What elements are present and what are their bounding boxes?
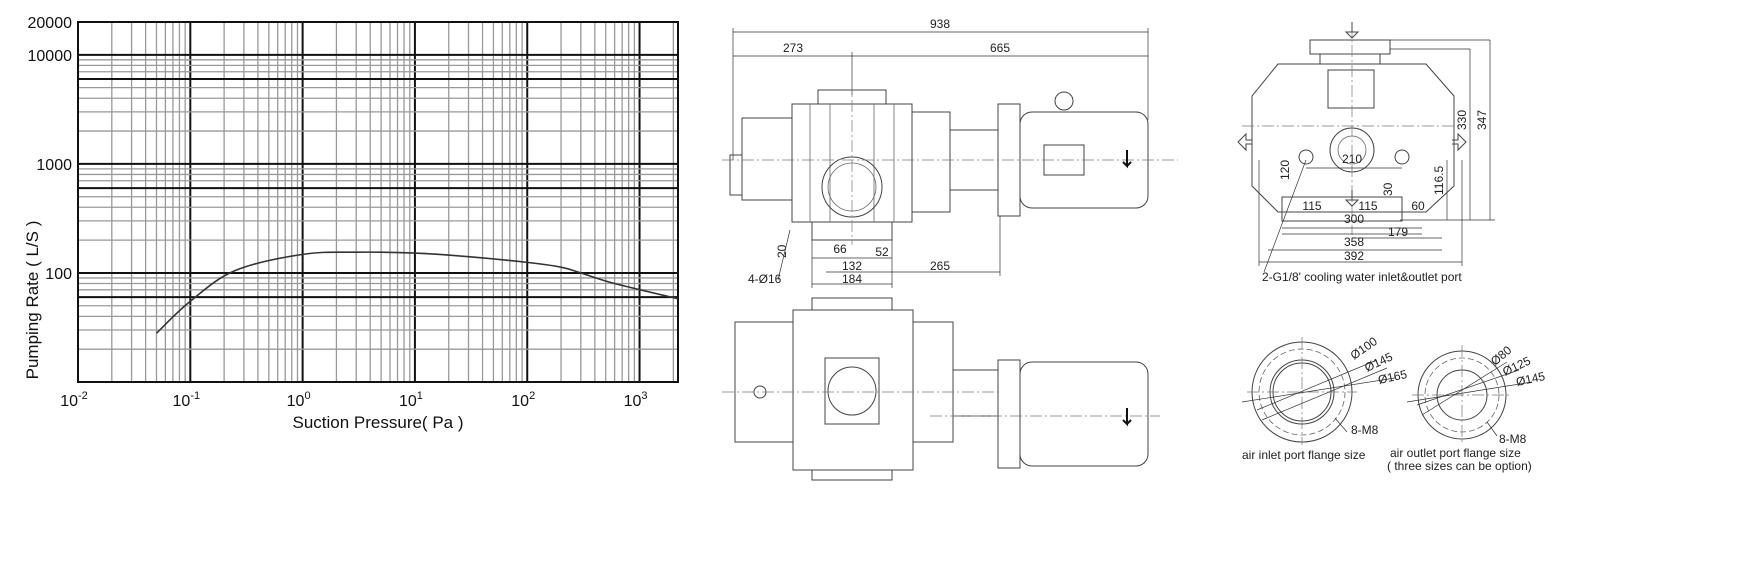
rotation-arrow-icon — [1122, 408, 1132, 427]
cooling-water-note: 2-G1/8' cooling water inlet&outlet port — [1262, 270, 1462, 284]
pumping-rate-chart: 20000 10000 1000 100 10-2 10-1 100 101 102 103 S… — [23, 15, 679, 432]
inlet-caption: air inlet port flange size — [1242, 448, 1366, 462]
x-tick-labels: 10-2 10-1 100 101 102 103 — [60, 390, 647, 410]
outlet-bolts: 8-M8 — [1499, 432, 1527, 446]
dim-347: 347 — [1475, 110, 1489, 130]
pumping-rate-curve — [155, 251, 679, 334]
dim-210: 210 — [1342, 152, 1362, 166]
y-tick-label: 1000 — [36, 157, 72, 174]
dim-66: 66 — [833, 242, 847, 256]
dim-20: 20 — [775, 244, 789, 258]
inlet-d165: Ø165 — [1377, 367, 1409, 387]
chart-grid — [77, 21, 678, 383]
pump-end-view: 330 347 116.5 120 30 210 115 115 60 300 … — [1237, 22, 1495, 284]
y-tick-label: 100 — [45, 266, 72, 283]
y-tick-label: 20000 — [28, 15, 73, 32]
dim-358: 358 — [1344, 235, 1364, 249]
x-tick-label: 102 — [511, 390, 535, 410]
inlet-bolts: 8-M8 — [1351, 423, 1379, 437]
y-tick-labels: 20000 10000 1000 100 — [28, 15, 73, 283]
dim-265: 265 — [930, 259, 950, 273]
dim-115-right: 115 — [1358, 199, 1377, 213]
dim-132: 132 — [842, 259, 862, 273]
pump-top-view — [722, 297, 1160, 481]
plot-frame — [77, 21, 679, 383]
dim-665: 665 — [990, 41, 1010, 55]
dim-115-left: 115 — [1302, 199, 1321, 213]
x-tick-label: 100 — [287, 390, 311, 410]
dim-330: 330 — [1455, 110, 1469, 130]
pump-side-view: 938 273 665 20 66 132 52 — [722, 17, 1178, 288]
dim-30: 30 — [1381, 182, 1395, 196]
dim-300: 300 — [1344, 212, 1364, 226]
outlet-caption: air outlet port flange size — [1390, 446, 1521, 460]
y-axis-label: Pumping Rate ( L/S ) — [23, 221, 42, 380]
x-tick-label: 10-1 — [173, 390, 201, 410]
outlet-d145: Ø145 — [1515, 369, 1547, 389]
dim-184: 184 — [842, 272, 862, 286]
dim-273: 273 — [783, 41, 803, 55]
dim-120: 120 — [1278, 160, 1292, 180]
x-axis-label: Suction Pressure( Pa ) — [292, 413, 463, 432]
x-tick-label: 103 — [624, 390, 648, 410]
dim-116-5: 116.5 — [1432, 166, 1446, 195]
outlet-caption-2: ( three sizes can be option) — [1387, 459, 1532, 473]
outlet-flange: Ø80 Ø125 Ø145 8-M8 air outlet port flang… — [1387, 343, 1547, 473]
x-tick-label: 101 — [399, 390, 423, 410]
dim-60: 60 — [1411, 199, 1425, 213]
inlet-flange: Ø100 Ø145 Ø165 8-M8 air inlet port flang… — [1241, 334, 1409, 462]
y-tick-label: 10000 — [28, 48, 73, 65]
dim-392: 392 — [1344, 249, 1364, 263]
dim-938: 938 — [930, 17, 950, 31]
rotation-arrow-icon — [1122, 150, 1132, 169]
holes-note: 4-Ø16 — [748, 272, 782, 286]
dim-52: 52 — [875, 245, 889, 259]
dim-179: 179 — [1388, 225, 1408, 239]
x-tick-label: 10-2 — [60, 390, 88, 410]
